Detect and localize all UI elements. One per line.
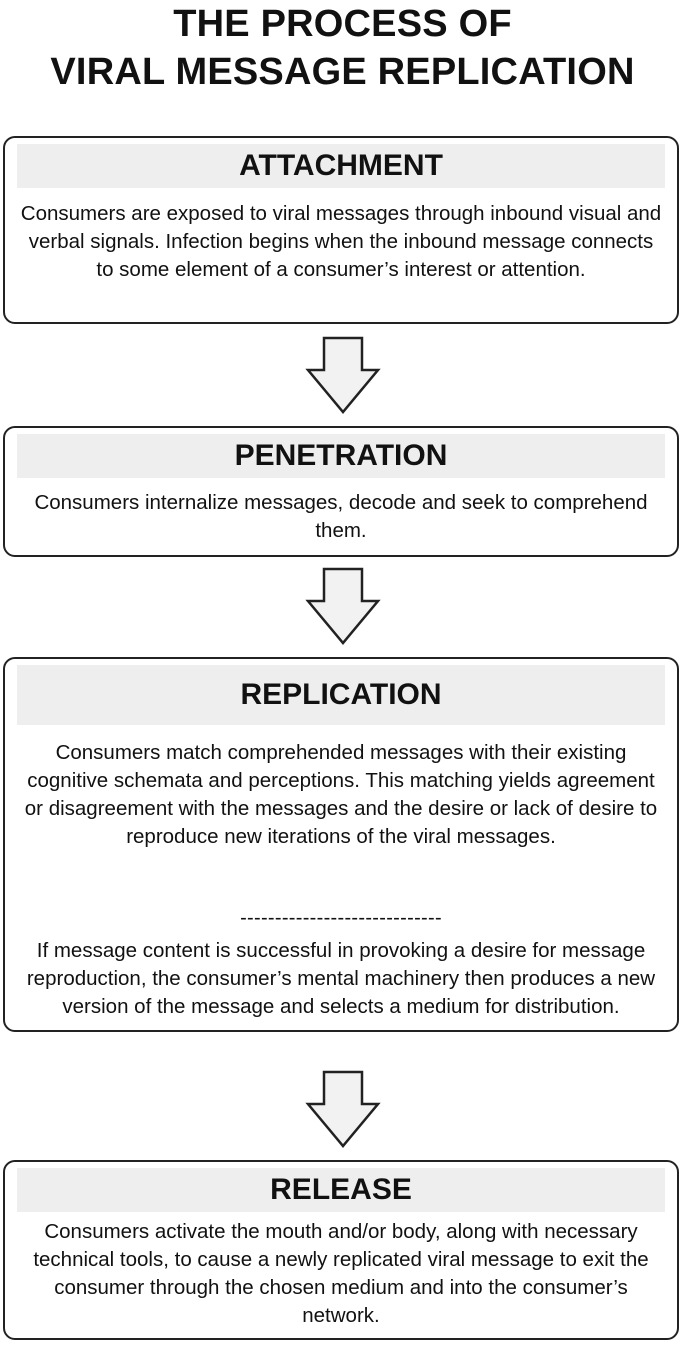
section-divider: ----------------------------- [240,907,442,929]
title-line-1: THE PROCESS OF [173,3,512,45]
stage-description: Consumers internalize messages, decode a… [34,491,648,542]
stage-penetration: PENETRATION Consumers internalize messag… [3,426,679,557]
stage-heading: ATTACHMENT [17,144,665,188]
stage-description-continued: If message content is successful in prov… [26,939,656,1018]
stage-description: Consumers activate the mouth and/or body… [33,1220,649,1327]
stage-attachment: ATTACHMENT Consumers are exposed to vira… [3,136,679,324]
page-title: THE PROCESS OF VIRAL MESSAGE REPLICATION [0,0,685,96]
down-arrow-icon [303,567,383,647]
stage-heading: RELEASE [17,1168,665,1212]
stage-description: Consumers are exposed to viral messages … [20,202,662,281]
stage-heading: REPLICATION [17,665,665,725]
stage-replication: REPLICATION Consumers match comprehended… [3,657,679,1032]
stage-description: Consumers match comprehended messages wi… [24,741,658,848]
down-arrow-icon [303,336,383,416]
title-line-2: VIRAL MESSAGE REPLICATION [50,51,635,93]
down-arrow-icon [303,1070,383,1150]
stage-heading: PENETRATION [17,434,665,478]
stage-release: RELEASE Consumers activate the mouth and… [3,1160,679,1340]
